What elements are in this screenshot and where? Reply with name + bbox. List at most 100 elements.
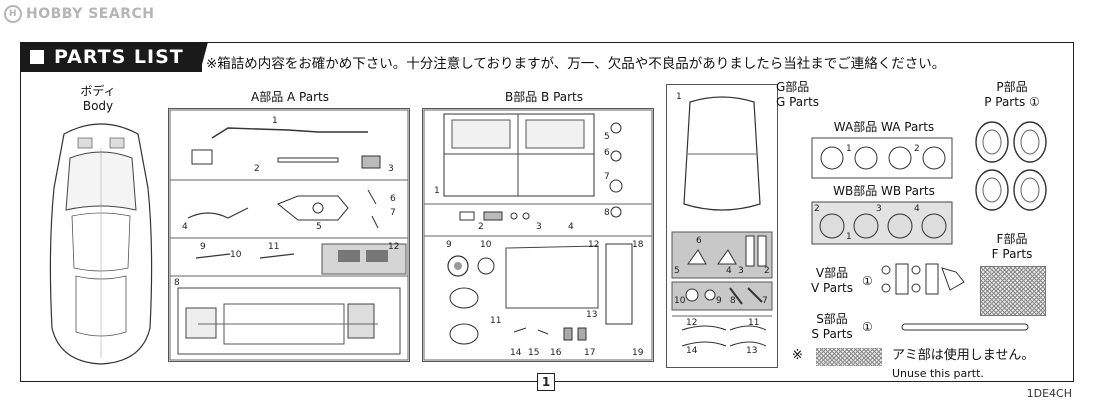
wa-part-2: 2 [914,144,920,154]
s-parts-label-jp: S部品 [816,312,848,326]
g-part-6: 6 [696,236,702,246]
parts-list-header: PARTS LIST [20,42,202,72]
a-part-4: 4 [182,222,188,232]
p-parts-label: P部品 P Parts ① [980,80,1044,110]
b-part-12: 12 [588,240,600,250]
a-part-2: 2 [254,164,260,174]
g-part-5: 5 [674,266,680,276]
a-part-11: 11 [268,242,280,252]
b-part-15: 15 [528,348,540,358]
wb-part-4: 4 [914,204,920,214]
car-body-drawing [49,123,153,365]
hobby-search-logo-icon: H [4,5,22,23]
g-part-12: 12 [686,318,698,328]
a-parts-label: A部品 A Parts [251,90,329,104]
square-bullet-icon [30,50,44,64]
body-label-en: Body [82,99,114,113]
b-part-10: 10 [480,240,492,250]
b-part-9: 9 [446,240,452,250]
v-parts-drawing [881,263,965,295]
b-part-3: 3 [536,222,542,232]
a-part-1: 1 [272,116,278,126]
b-part-8: 8 [604,208,610,218]
a-part-9: 9 [200,242,206,252]
f-parts-label: F部品 F Parts [980,232,1044,262]
s-parts-label-en: S Parts [811,327,853,341]
b-part-17: 17 [584,348,596,358]
g-part-13: 13 [746,346,758,356]
b-part-5: 5 [604,132,610,142]
page-number: 1 [537,373,555,391]
b-part-7: 7 [604,172,610,182]
wa-part-1: 1 [846,144,852,154]
s-parts-rod-drawing [901,323,1029,331]
f-parts-label-en: F Parts [991,247,1033,261]
g-part-10: 10 [674,296,686,306]
g-part-9: 9 [716,296,722,306]
unused-mark: ※ [792,348,803,363]
watermark: H HOBBY SEARCH [4,4,154,24]
b-parts-label: B部品 B Parts [504,90,584,104]
s-parts-label: S部品 S Parts [804,312,860,342]
v-parts-label-en: V Parts [811,281,853,295]
f-parts-label-jp: F部品 [996,232,1028,246]
unused-text-jp: アミ部は使用しません。 [892,348,1035,363]
wb-part-1: 1 [846,232,852,242]
wb-parts-label: WB部品 WB Parts [833,184,935,198]
g-parts-label: G部品 G Parts [776,80,830,110]
a-parts-runner-drawing [169,109,409,361]
b-part-13: 13 [586,310,598,320]
s-parts-qty: ① [862,320,873,334]
g-part-14: 14 [686,346,698,356]
p-parts-label-jp: P部品 [996,80,1028,94]
b-part-6: 6 [604,148,610,158]
b-part-4: 4 [568,222,574,232]
wa-parts-label: WA部品 WA Parts [833,120,935,134]
g-part-11: 11 [748,318,760,328]
body-label-jp: ボディ [80,84,116,98]
notice-text: ※箱詰め内容をお確かめ下さい。十分注意しておりますが、万一、欠品や不良品がありま… [206,56,946,72]
b-parts-side-sprue [609,122,623,218]
v-parts-label: V部品 V Parts [804,266,860,296]
a-part-6: 6 [390,194,396,204]
p-parts-label-en: P Parts ① [984,95,1040,109]
b-part-14: 14 [510,348,522,358]
g-part-7: 7 [762,296,768,306]
watermark-text: HOBBY SEARCH [26,6,155,22]
g-part-4: 4 [726,266,732,276]
v-parts-qty: ① [862,274,873,288]
header-slant [200,42,208,72]
a-part-12: 12 [388,242,400,252]
wb-part-2: 2 [814,204,820,214]
g-parts-label-en: G Parts [776,95,820,109]
b-part-11: 11 [490,316,502,326]
wb-part-3: 3 [876,204,882,214]
p-parts-tires-drawing [975,121,1047,211]
a-part-8: 8 [174,278,180,288]
unused-text-en: Unuse this partt. [892,367,984,380]
a-part-5: 5 [316,222,322,232]
b-part-18: 18 [632,240,644,250]
g-part-3: 3 [738,266,744,276]
b-part-2: 2 [478,222,484,232]
v-parts-label-jp: V部品 [815,266,849,280]
g-part-8: 8 [730,296,736,306]
b-parts-runner-drawing [423,109,653,361]
header-title: PARTS LIST [54,46,184,68]
g-part-2: 2 [764,266,770,276]
wa-parts-drawing [811,137,953,179]
g-parts-runner [666,84,778,368]
g-parts-label-jp: G部品 [776,80,810,94]
b-part-19: 19 [632,348,644,358]
g-parts-drawing [671,96,773,347]
f-parts-mesh [980,266,1046,316]
body-label: ボディ Body [72,84,124,114]
g-part-1: 1 [676,92,682,102]
a-part-7: 7 [390,208,396,218]
a-part-3: 3 [388,164,394,174]
a-part-10: 10 [230,250,242,260]
b-part-16: 16 [550,348,562,358]
b-part-1: 1 [434,186,440,196]
document-code: 1DE4CH [1026,387,1072,400]
unused-swatch [816,348,882,366]
